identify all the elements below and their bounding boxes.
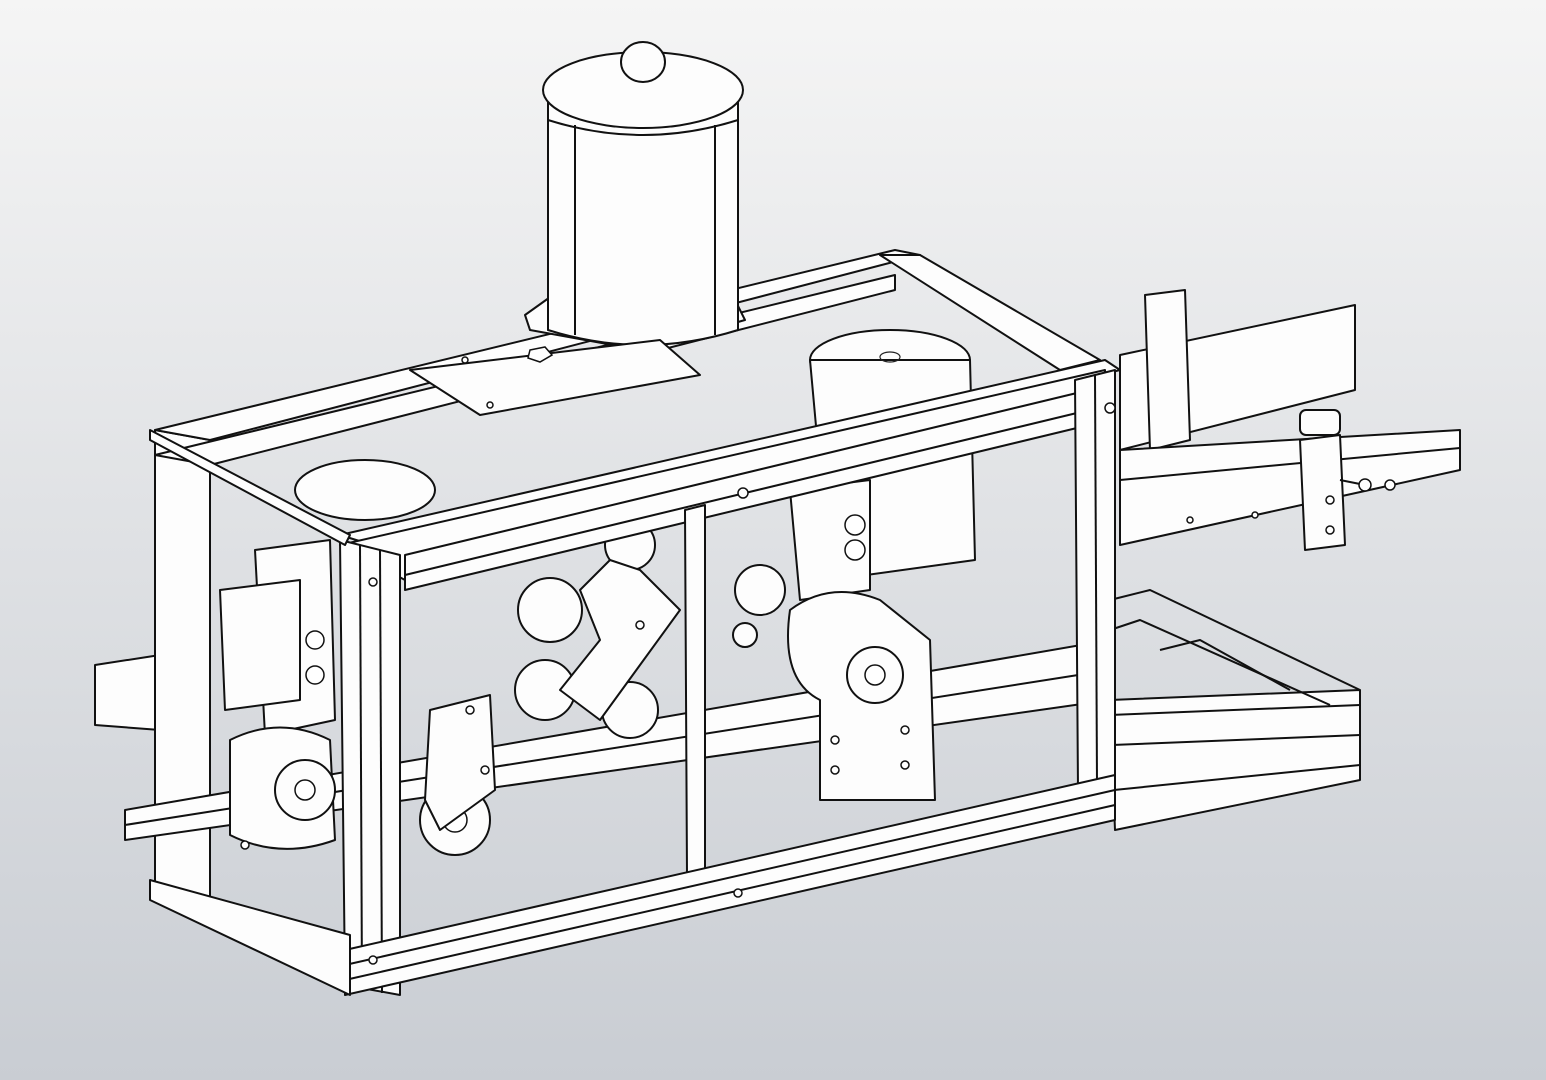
left-housing bbox=[94, 654, 161, 731]
gear-motor-left bbox=[219, 459, 436, 850]
side-conveyor-guide bbox=[1119, 289, 1461, 551]
tensioner-arm bbox=[559, 559, 681, 721]
mounting-plate bbox=[409, 339, 701, 416]
chain-sprockets bbox=[419, 519, 786, 856]
aluminum-profile-frame-front bbox=[149, 359, 1121, 996]
vertical-cylinder-motor bbox=[524, 41, 746, 351]
